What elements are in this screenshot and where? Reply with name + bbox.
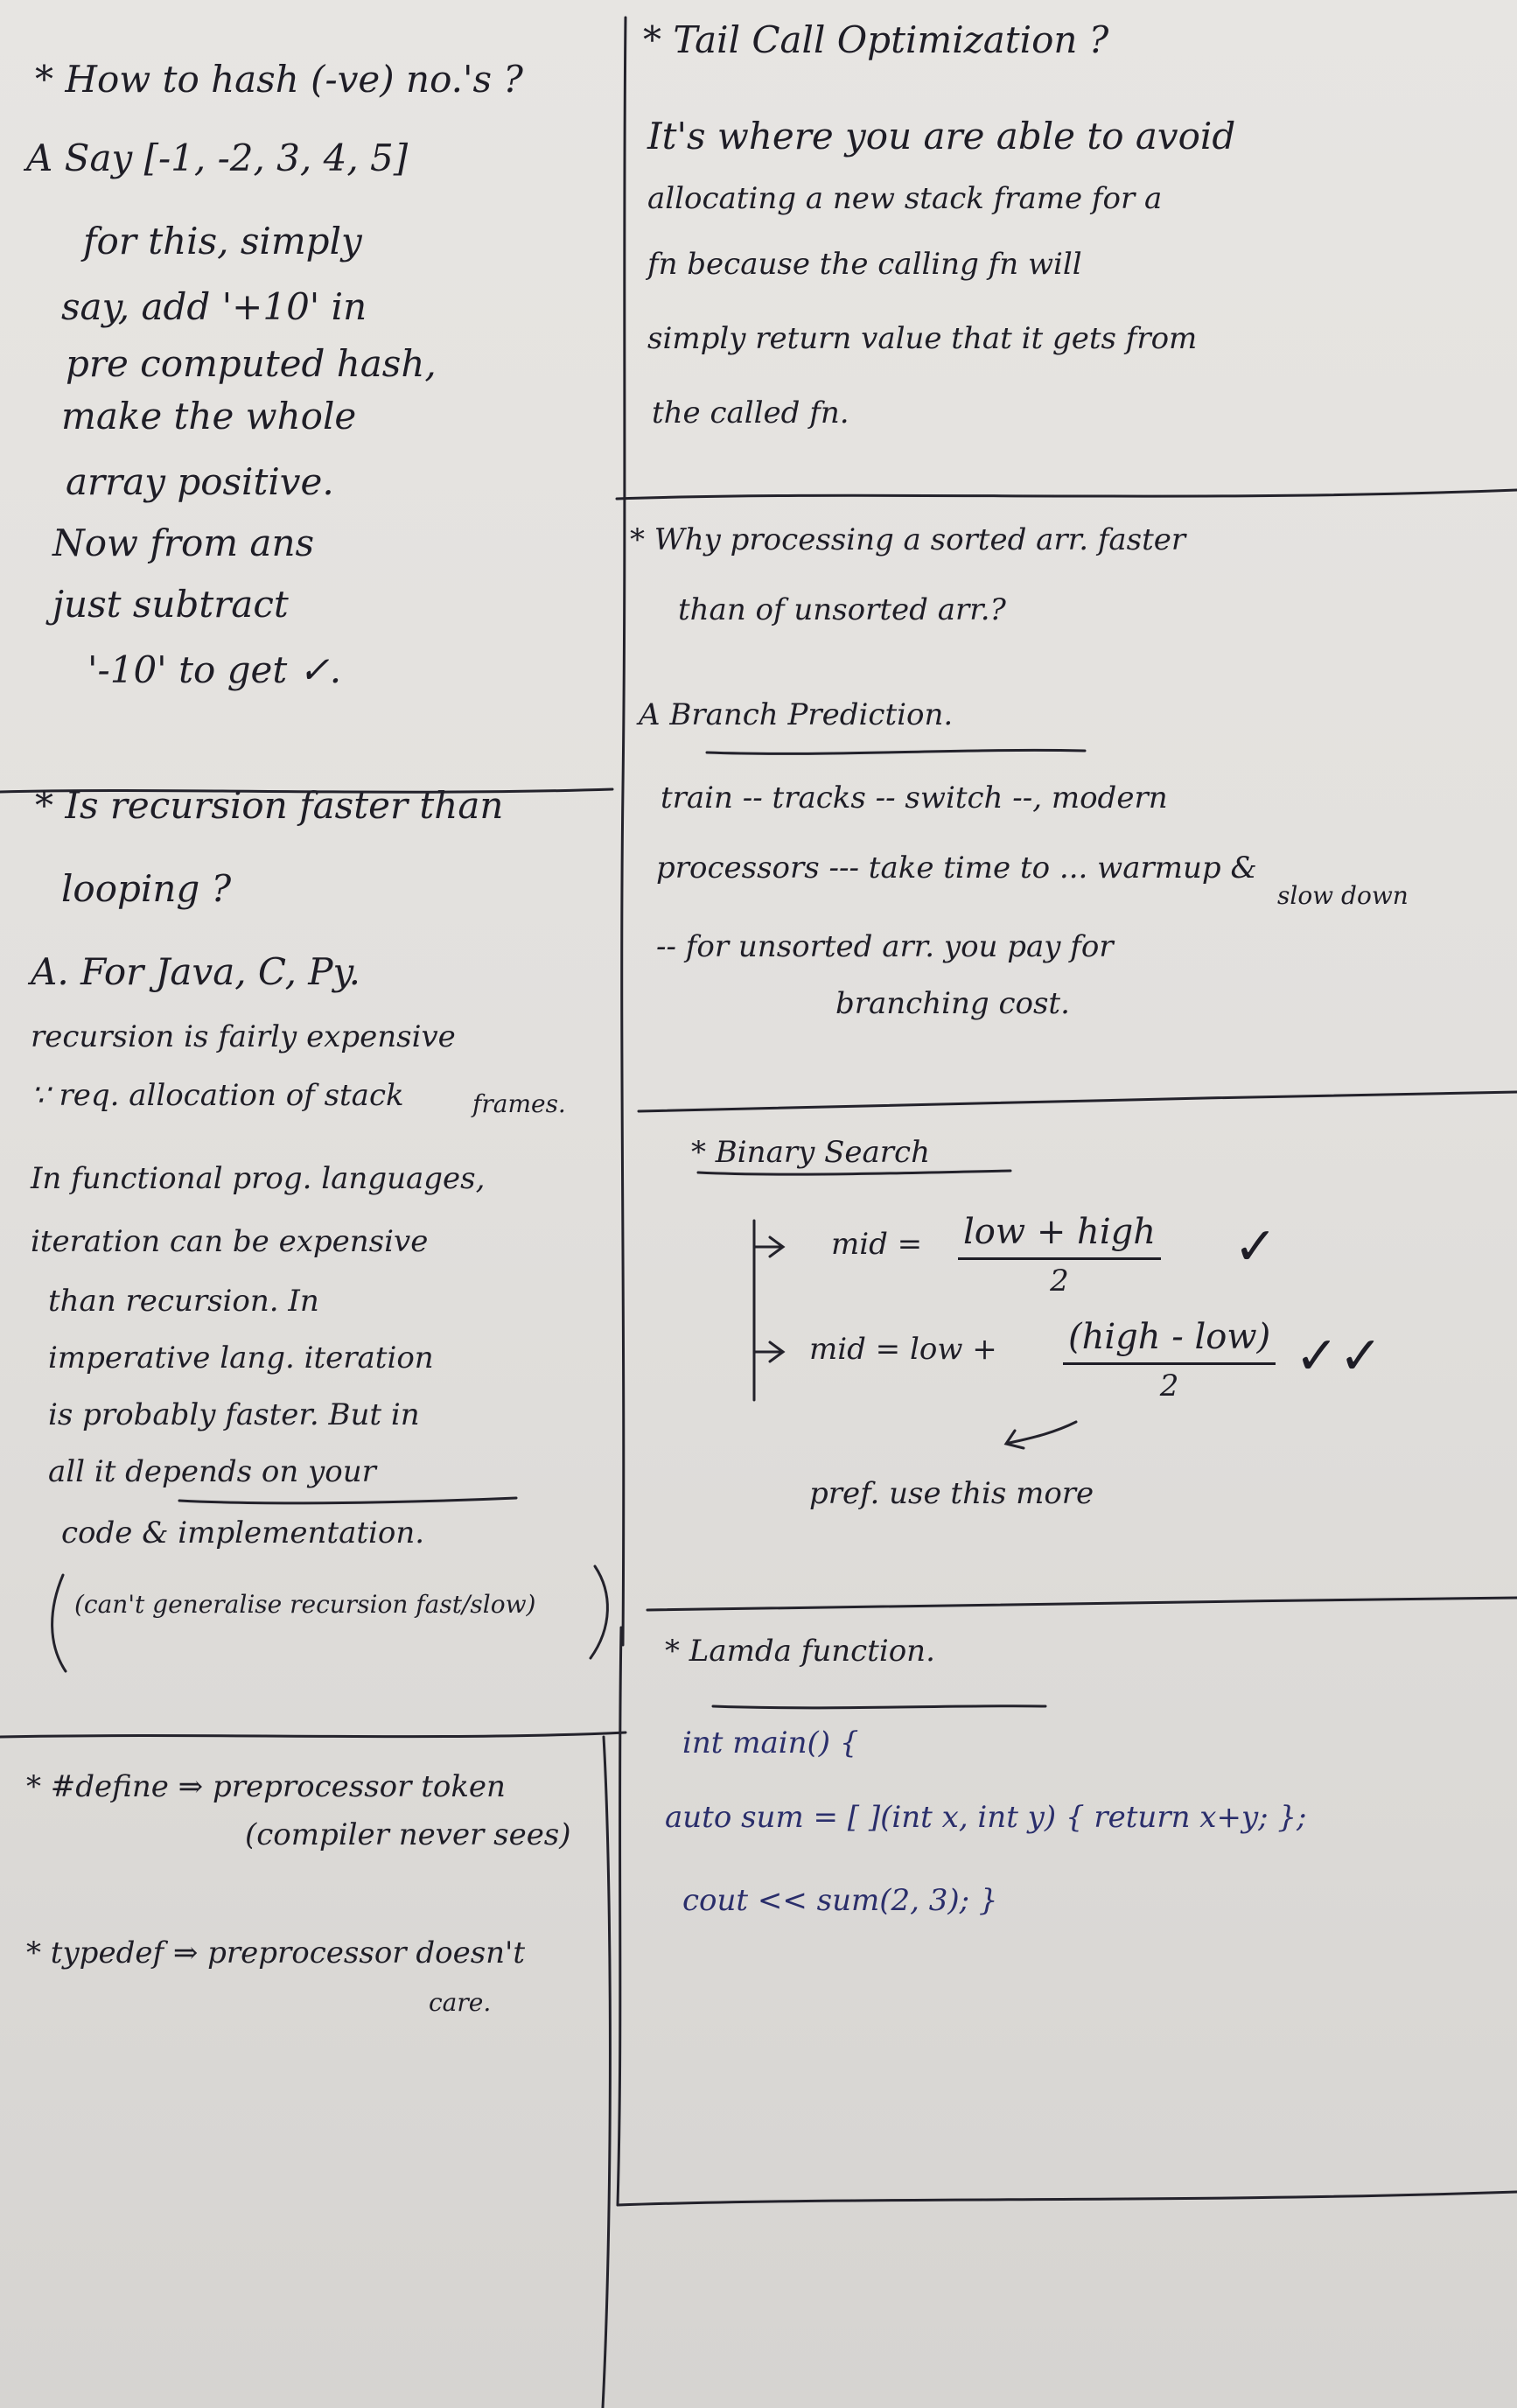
recursion-line-5: iteration can be expensive [31, 1224, 429, 1259]
hash-line-3: say, add '+10' in [61, 285, 367, 328]
lambda-code-1: int main() { [682, 1726, 859, 1760]
divider-left-1 [0, 788, 614, 794]
sorted-answer: A Branch Prediction. [639, 697, 954, 732]
tco-title: * Tail Call Optimization ? [643, 18, 1109, 61]
hash-question: * How to hash (-ve) no.'s ? [35, 58, 523, 101]
recursion-question-2: looping ? [61, 867, 232, 910]
check-icon: ✓ [1234, 1216, 1278, 1278]
tco-line-2: allocating a new stack frame for a [647, 181, 1163, 216]
mid2-numerator: (high - low) [1063, 1317, 1276, 1365]
mid1-fraction: low + high 2 [958, 1212, 1161, 1298]
lambda-title: * Lamda function. [665, 1634, 935, 1669]
typedef-line-1: * typedef ⇒ preprocessor doesn't [26, 1936, 526, 1970]
sorted-question-1: * Why processing a sorted arr. faster [630, 522, 1186, 557]
define-line-1: * #define ⇒ preprocessor token [26, 1769, 506, 1804]
hash-line-6: array positive. [66, 460, 334, 503]
recursion-line-8: is probably faster. But in [48, 1397, 420, 1432]
underline-branch [705, 748, 1087, 755]
recursion-line-1: A. For Java, C, Py. [31, 950, 361, 993]
tco-line-3: fn because the calling fn will [647, 247, 1082, 282]
recursion-note: (can't generalise recursion fast/slow) [74, 1590, 536, 1619]
lambda-code-2: auto sum = [ ](int x, int y) { return x+… [665, 1800, 1307, 1835]
recursion-line-6: than recursion. In [48, 1284, 319, 1319]
binary-title: * Binary Search [691, 1135, 930, 1170]
binary-pref: pref. use this more [809, 1476, 1094, 1511]
tco-line-5: the called fn. [652, 396, 849, 430]
divider-right-4 [616, 2190, 1517, 2207]
recursion-line-10: code & implementation. [61, 1516, 425, 1550]
recursion-frames: frames. [472, 1089, 566, 1118]
double-check-icon: ✓✓ [1295, 1326, 1383, 1387]
tco-line-1: It's where you are able to avoid [647, 115, 1236, 158]
sorted-line-2: processors --- take time to ... warmup & [656, 850, 1257, 886]
vertical-divider-lower [616, 1626, 623, 2207]
recursion-line-9: all it depends on your [48, 1454, 376, 1489]
sorted-line-3: slow down [1277, 881, 1409, 910]
hash-line-1: A Say [-1, -2, 3, 4, 5] [26, 136, 409, 179]
divider-right-3 [646, 1596, 1517, 1612]
hash-line-2: for this, simply [83, 220, 362, 262]
vertical-divider-upper [620, 16, 627, 1647]
divider-left-2 [0, 1731, 627, 1739]
sorted-line-4: -- for unsorted arr. you pay for [656, 929, 1114, 964]
sorted-line-1: train -- tracks -- switch --, modern [661, 780, 1168, 816]
define-line-2: (compiler never sees) [245, 1817, 571, 1852]
typedef-line-2: care. [429, 1988, 492, 2017]
recursion-question: * Is recursion faster than [35, 784, 504, 827]
lambda-code-3: cout << sum(2, 3); } [682, 1883, 998, 1918]
divider-right-1 [615, 488, 1517, 500]
recursion-line-2: recursion is fairly expensive [31, 1019, 456, 1054]
bracket-left-bottom [601, 1735, 612, 2408]
sorted-line-5: branching cost. [835, 986, 1070, 1021]
sorted-question-2: than of unsorted arr.? [678, 592, 1006, 627]
hash-line-9: '-10' to get ✓. [87, 648, 342, 691]
mid2-fraction: (high - low) 2 [1063, 1317, 1276, 1404]
mid1-numerator: low + high [958, 1212, 1161, 1260]
hash-line-4: pre computed hash, [66, 342, 437, 385]
recursion-line-3: ∵ req. allocation of stack [31, 1078, 404, 1113]
mid1-label: mid = [831, 1227, 923, 1262]
divider-right-2 [637, 1090, 1517, 1113]
mid1-denominator: 2 [1050, 1264, 1069, 1298]
mid2-denominator: 2 [1159, 1368, 1179, 1404]
hash-line-5: make the whole [61, 395, 357, 438]
hash-line-8: just subtract [52, 583, 289, 626]
hash-line-7: Now from ans [52, 522, 315, 564]
tco-line-4: simply return value that it gets from [647, 321, 1198, 356]
mid2-label: mid = low + [809, 1332, 997, 1367]
recursion-line-4: In functional prog. languages, [31, 1161, 486, 1196]
recursion-line-7: imperative lang. iteration [48, 1340, 434, 1376]
underline-lambda [711, 1704, 1047, 1710]
underline-binary [696, 1169, 1012, 1176]
